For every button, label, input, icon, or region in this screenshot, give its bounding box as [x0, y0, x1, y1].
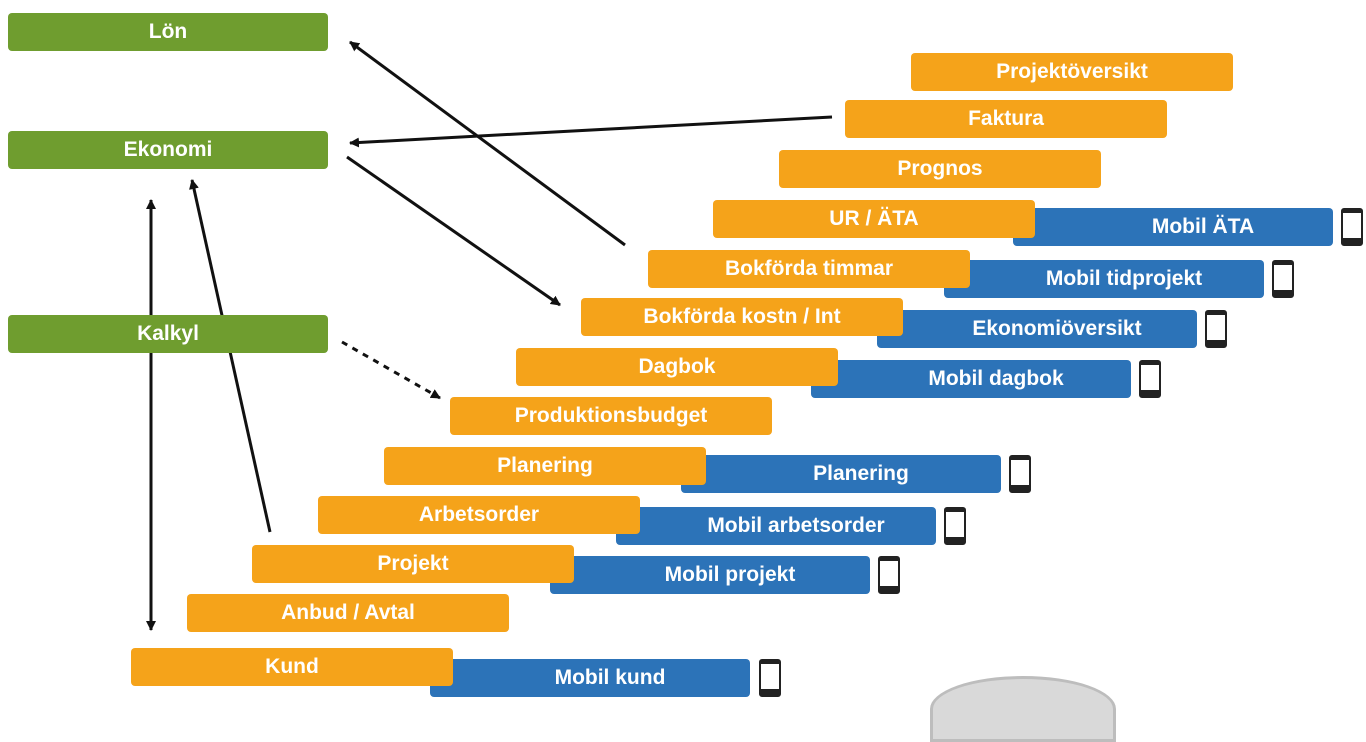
mobile-phone-icon [878, 556, 900, 594]
arrow-faktura-to-ekonomi [349, 115, 833, 148]
mobile-label: Mobil arbetsorder [707, 514, 885, 537]
mobile-label: Mobil dagbok [928, 367, 1064, 390]
step-planering[interactable]: Planering [384, 447, 706, 485]
mobile-phone-icon [1341, 208, 1363, 246]
arrow-kalkyl-to-produktionsbudget [341, 340, 441, 400]
mobile-phone-icon [1009, 455, 1031, 493]
flow-arrows [146, 40, 833, 631]
step-bokforda-timmar[interactable]: Bokförda timmar [648, 250, 970, 288]
arrow-ekonomi-to-bokforda-kostn [346, 155, 561, 307]
mobile-box-mobil-dagbok[interactable]: Mobil dagbok [811, 360, 1131, 398]
mobile-phone-icon [1272, 260, 1294, 298]
module-ekonomi[interactable]: Ekonomi [8, 131, 328, 169]
mobile-label: Mobil projekt [664, 563, 796, 586]
arrow-bokforda-to-lon [349, 40, 626, 247]
mobile-box-mobil-ata[interactable]: Mobil ÄTA [1013, 208, 1333, 246]
mobile-label: Planering [813, 462, 909, 485]
step-faktura[interactable]: Faktura [845, 100, 1167, 138]
module-kalkyl[interactable]: Kalkyl [8, 315, 328, 353]
module-lon[interactable]: Lön [8, 13, 328, 51]
mobile-box-planering[interactable]: Planering [681, 455, 1001, 493]
mobile-label: Mobil ÄTA [1151, 215, 1255, 238]
mobile-phone-icon [759, 659, 781, 697]
mobile-box-mobil-kund[interactable]: Mobil kund [430, 659, 750, 697]
mobile-box-mobil-projekt[interactable]: Mobil projekt [550, 556, 870, 594]
step-projekt[interactable]: Projekt [252, 545, 574, 583]
mobile-label: Mobil kund [554, 666, 666, 689]
step-bokforda-kostn-int[interactable]: Bokförda kostn / Int [581, 298, 903, 336]
step-prognos[interactable]: Prognos [779, 150, 1101, 188]
step-projektoversikt[interactable]: Projektöversikt [911, 53, 1233, 91]
device-illustration [930, 676, 1116, 742]
step-dagbok[interactable]: Dagbok [516, 348, 838, 386]
mobile-phone-icon [944, 507, 966, 545]
arrow-projekt-to-ekonomi [189, 179, 272, 533]
step-arbetsorder[interactable]: Arbetsorder [318, 496, 640, 534]
mobile-box-mobil-tidprojekt[interactable]: Mobil tidprojekt [944, 260, 1264, 298]
step-ur-ata[interactable]: UR / ÄTA [713, 200, 1035, 238]
mobile-box-ekonomioversikt[interactable]: Ekonomiöversikt [877, 310, 1197, 348]
step-kund[interactable]: Kund [131, 648, 453, 686]
mobile-label: Mobil tidprojekt [1045, 267, 1203, 290]
mobile-phone-icon [1205, 310, 1227, 348]
mobile-box-mobil-arbetsorder[interactable]: Mobil arbetsorder [616, 507, 936, 545]
mobile-label: Ekonomiöversikt [972, 317, 1142, 340]
step-produktionsbudget[interactable]: Produktionsbudget [450, 397, 772, 435]
step-anbud-avtal[interactable]: Anbud / Avtal [187, 594, 509, 632]
mobile-phone-icon [1139, 360, 1161, 398]
